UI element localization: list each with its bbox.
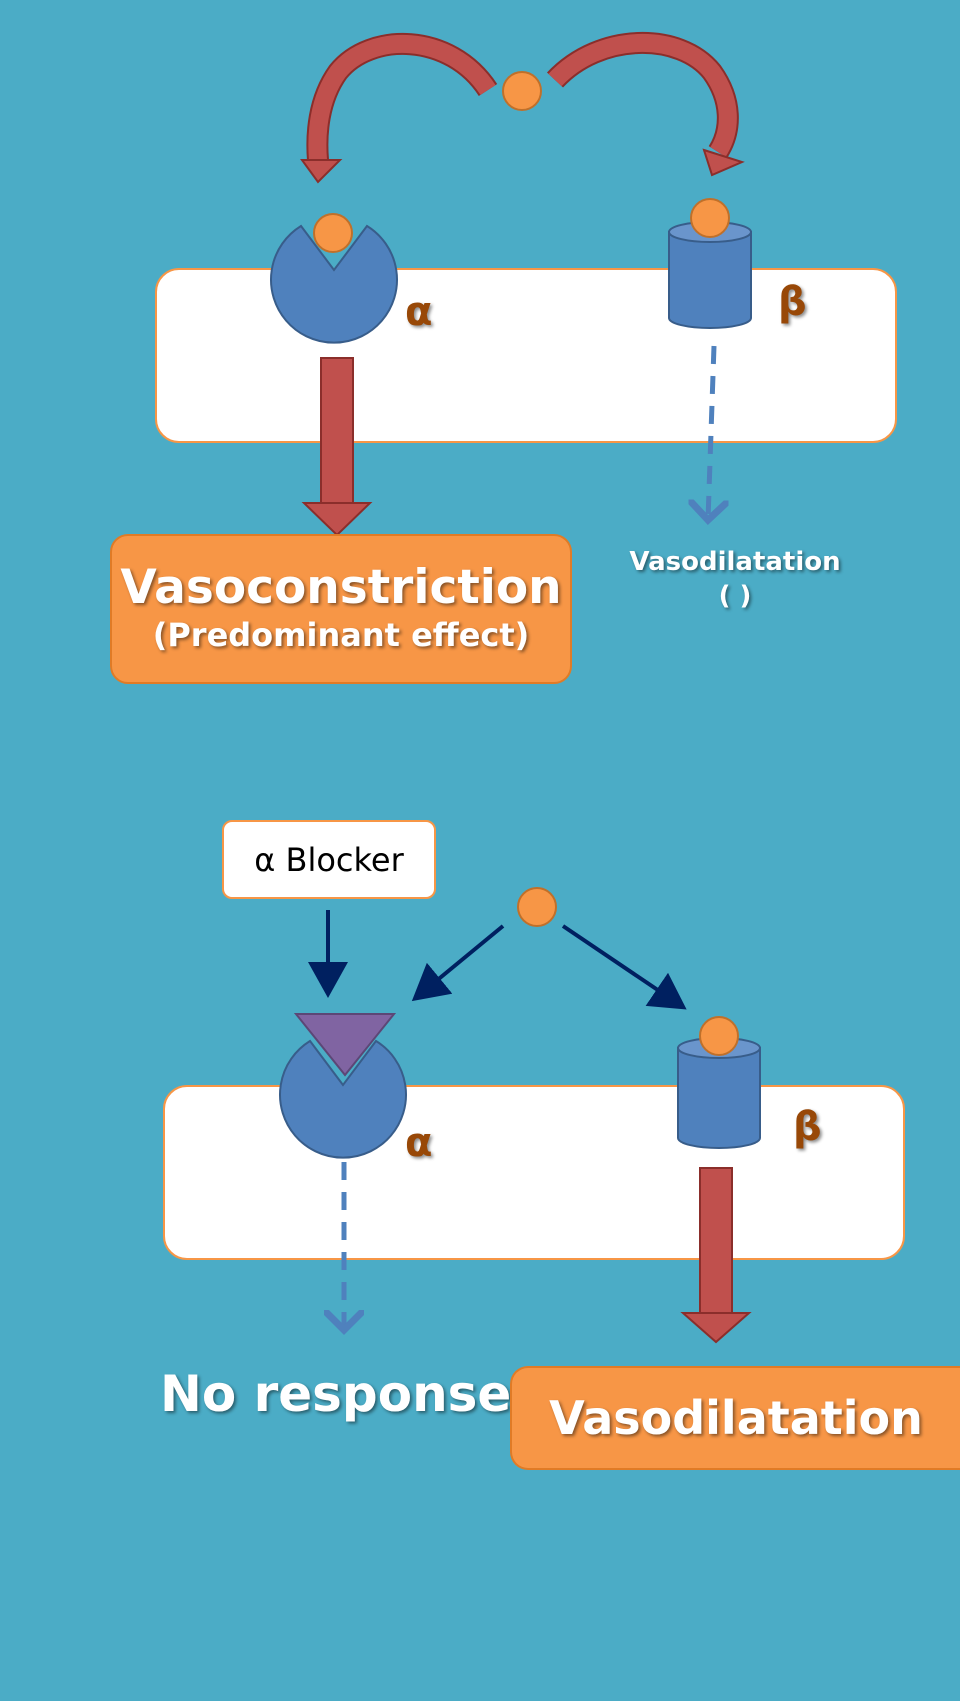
bottom-agonist-molecule [517, 887, 557, 927]
vasodilatation-effect-box: Vasodilatation [510, 1366, 960, 1470]
top-binding-arrow-right [546, 31, 745, 177]
bottom-binding-arrow-right [561, 924, 687, 1010]
alpha-blocker-box: α Blocker [222, 820, 436, 899]
no-response-label: No response [160, 1365, 512, 1423]
top-alpha-label: α [405, 289, 433, 335]
top-binding-arrow-left [300, 32, 498, 184]
top-beta-bound-agonist [690, 198, 730, 238]
alpha-blocker-molecule [293, 1013, 397, 1077]
top-beta-response-arrow [708, 345, 714, 520]
top-vasodilatation-title: Vasodilatation [629, 547, 841, 577]
alpha-blocker-label: α Blocker [254, 840, 404, 879]
top-alpha-receptor [270, 224, 398, 344]
bottom-beta-response-arrow [680, 1167, 752, 1344]
bottom-binding-arrow-left [411, 924, 505, 1002]
bottom-beta-bound-agonist [699, 1016, 739, 1056]
vasodilatation-title: Vasodilatation [549, 1391, 923, 1445]
top-vasodilatation-subtitle: ( ) [718, 580, 752, 611]
bottom-alpha-receptor [279, 1039, 407, 1159]
vasoconstriction-effect-box: Vasoconstriction (Predominant effect) [110, 534, 572, 684]
top-alpha-response-arrow [301, 357, 373, 537]
top-agonist-molecule [502, 71, 542, 111]
vasoconstriction-title: Vasoconstriction [120, 560, 562, 616]
top-beta-label: β [778, 279, 807, 325]
bottom-alpha-label: α [405, 1120, 433, 1166]
top-alpha-bound-agonist [313, 213, 353, 253]
top-vasodilatation-label: Vasodilatation ( ) [600, 546, 870, 614]
bottom-beta-label: β [793, 1104, 822, 1150]
vasoconstriction-subtitle: (Predominant effect) [152, 616, 530, 655]
